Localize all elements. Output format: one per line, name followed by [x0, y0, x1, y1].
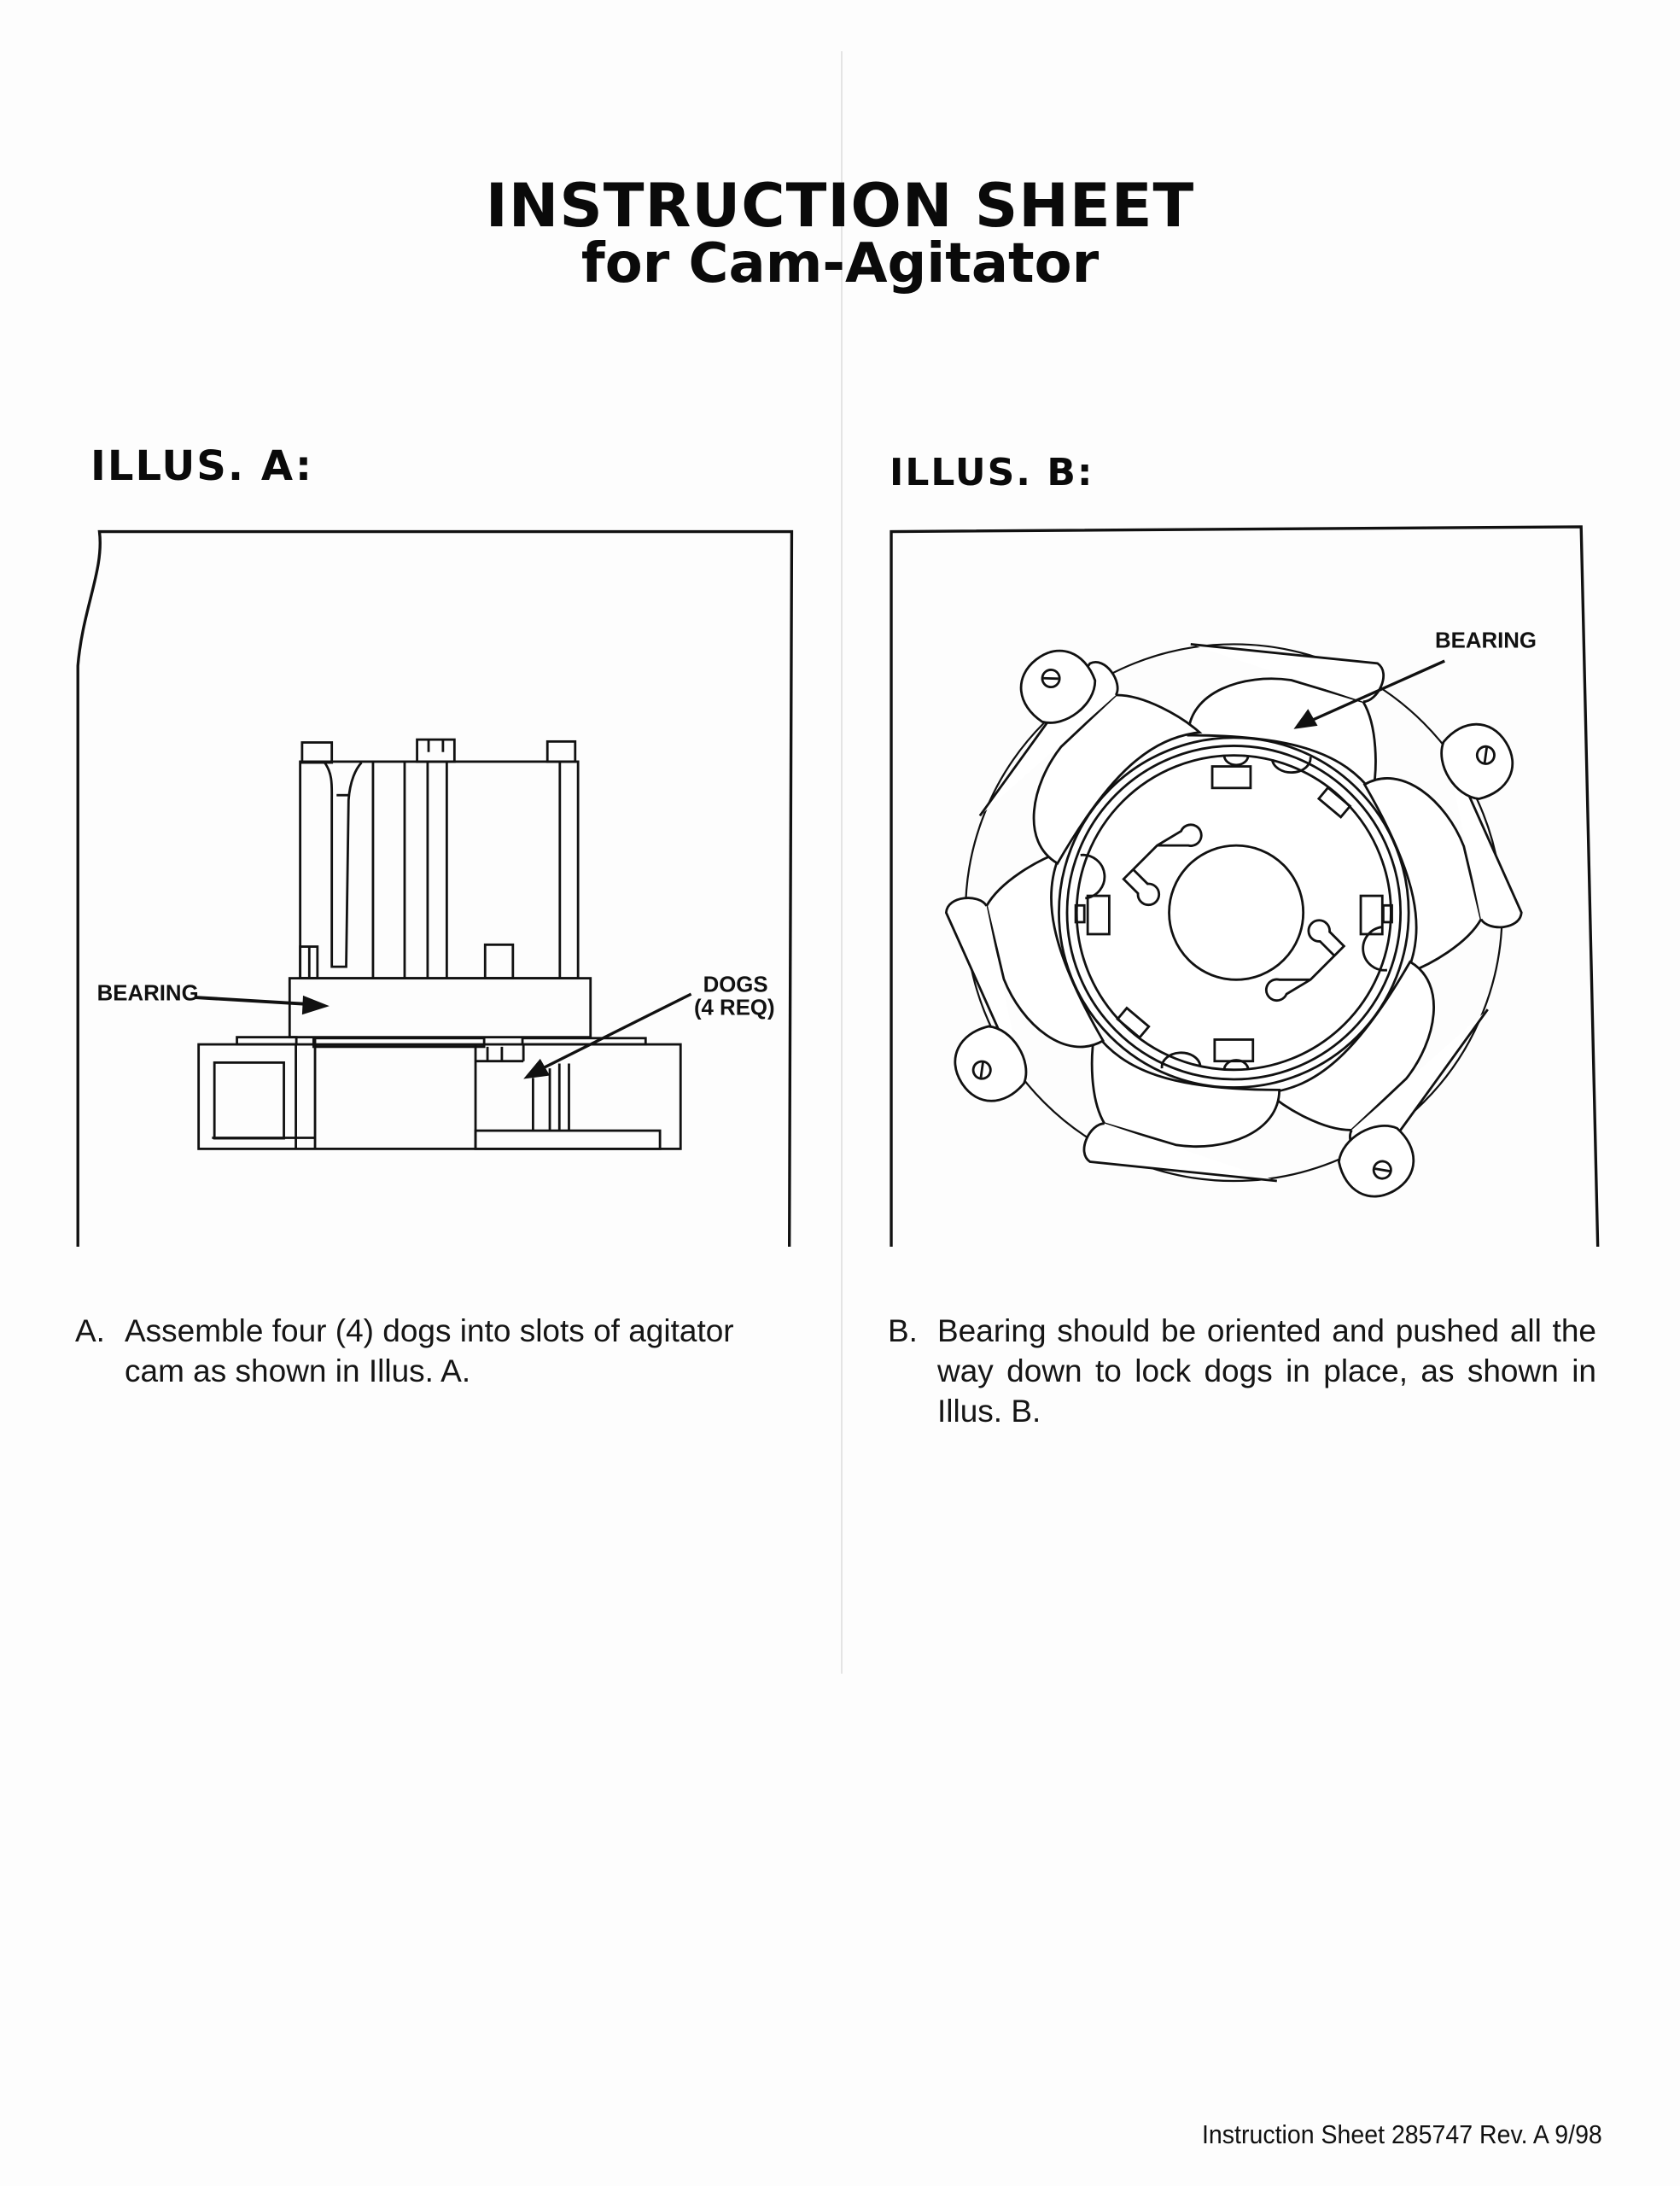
- hub-hole: [1168, 844, 1305, 981]
- arrowhead-icon: [1293, 709, 1318, 729]
- instruction-letter: B.: [888, 1313, 918, 1348]
- page-title: INSTRUCTION SHEET: [485, 171, 1195, 241]
- illus-a-frame: [76, 529, 794, 1247]
- dogs-arrow: [541, 992, 692, 1070]
- label-dogs: DOGS: [703, 973, 768, 997]
- cam-base: [197, 1036, 682, 1150]
- page-subtitle: for Cam-Agitator: [580, 232, 1100, 295]
- illus-b-frame: [890, 525, 1600, 1247]
- mounting-tabs: [954, 649, 1514, 1198]
- instruction-a: A. Assemble four (4) dogs into slots of …: [75, 1311, 801, 1391]
- ring-slots: [1074, 755, 1393, 1070]
- fold-crease: [841, 51, 843, 1674]
- arrowhead-icon: [523, 1058, 551, 1079]
- bearing-arrow: [195, 996, 308, 1006]
- screw-icon: [1372, 1160, 1392, 1180]
- dog-slots: [1122, 823, 1346, 1002]
- label-bearing: BEARING: [97, 981, 199, 1005]
- bearing-ring-outer: [1058, 736, 1410, 1089]
- arrowhead-icon: [301, 995, 330, 1015]
- illus-a-heading: ILLUS. A:: [90, 442, 314, 490]
- instruction-letter: A.: [75, 1313, 105, 1348]
- screw-icon: [1475, 745, 1496, 765]
- illustration-b: BEARING: [890, 525, 1600, 1247]
- label-dogs-qty: (4 REQ): [694, 996, 775, 1020]
- instruction-text: Bearing should be oriented and pushed al…: [937, 1313, 1596, 1429]
- screw-icon: [1041, 669, 1061, 689]
- instruction-b: B. Bearing should be oriented and pushed…: [888, 1311, 1596, 1431]
- illustration-a: BEARING DOGS (4 REQ): [76, 529, 794, 1247]
- screw-icon: [971, 1060, 992, 1080]
- instruction-text: Assemble four (4) dogs into slots of agi…: [125, 1313, 734, 1388]
- illus-b-heading: ILLUS. B:: [890, 451, 1094, 494]
- cam-body: [299, 738, 580, 980]
- bearing-arrow: [1310, 659, 1445, 722]
- label-bearing: BEARING: [1435, 628, 1537, 652]
- document-footer: Instruction Sheet 285747 Rev. A 9/98: [1202, 2119, 1602, 2149]
- bearing-part: [288, 977, 592, 1039]
